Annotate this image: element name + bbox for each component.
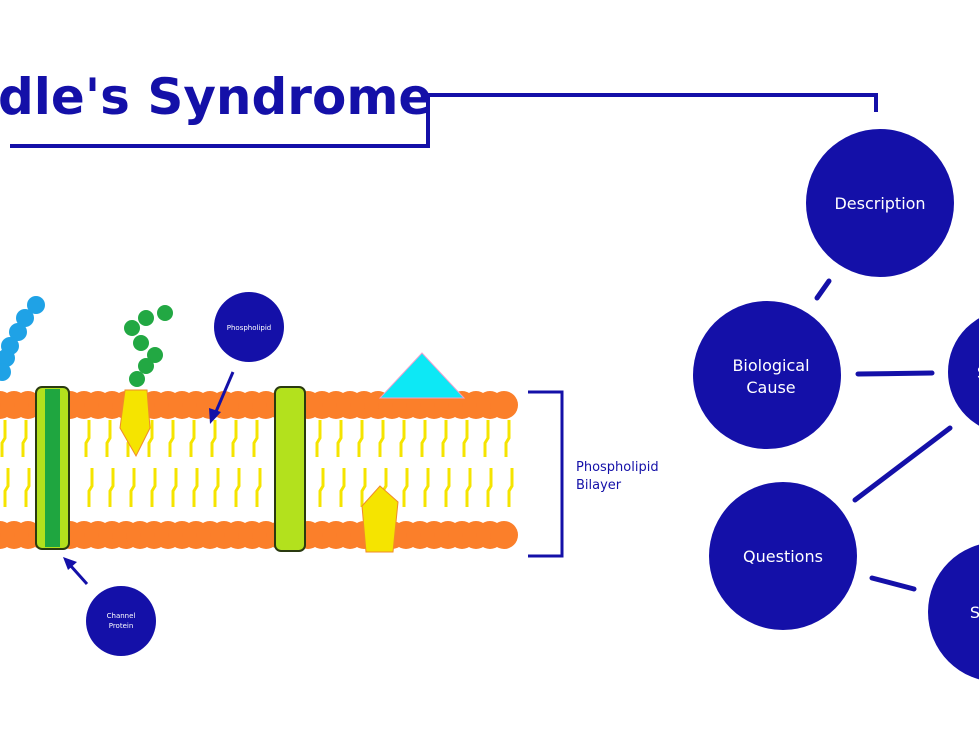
lipid-tail (21, 420, 28, 457)
lipid-tail (0, 420, 7, 457)
lipid-head (490, 521, 518, 549)
node-connectors (814, 278, 953, 592)
lipid-tail (465, 468, 472, 507)
carbohydrate-bead (157, 305, 173, 321)
arrowhead-icon (209, 408, 221, 424)
channel-protein-arrow (68, 563, 89, 586)
lipid-tail (87, 468, 94, 507)
carbohydrate-bead (129, 371, 145, 387)
carbohydrate-bead (0, 363, 11, 381)
lipid-tail (378, 420, 385, 457)
lipid-tail (483, 420, 490, 457)
surface-protein (378, 352, 466, 399)
peripheral-protein (119, 389, 151, 458)
lipid-tail (252, 420, 259, 457)
node-description[interactable]: Description (806, 129, 954, 277)
node-label-line1: Biological (732, 356, 809, 375)
lipid-tail (210, 420, 217, 457)
channel-protein-label-line1: Channel (107, 612, 136, 620)
lipid-tail (315, 420, 322, 457)
carbohydrate-bead (0, 349, 15, 367)
node-biological-cause[interactable]: Biological Cause (693, 301, 841, 449)
integral-protein (274, 386, 306, 552)
lipid-tail (168, 420, 175, 457)
lipid-tail (360, 468, 367, 507)
carbohydrate-bead (124, 320, 140, 336)
lipid-tail (231, 420, 238, 457)
lipid-head (490, 391, 518, 419)
lipid-tail (399, 420, 406, 457)
lipid-tail (486, 468, 493, 507)
lipid-tail (105, 420, 112, 457)
lipid-tail (441, 420, 448, 457)
lipid-tail (150, 468, 157, 507)
phospholipid-bubble[interactable] (214, 292, 284, 362)
page-title: dle's Syndrome (0, 68, 432, 126)
node-label: S (977, 363, 979, 382)
cell-membrane-diagram (0, 296, 518, 553)
lipid-tail (504, 420, 511, 457)
lipid-tail (444, 468, 451, 507)
lipid-tail (189, 420, 196, 457)
channel-protein-bubble[interactable] (86, 586, 156, 656)
lipid-tail (357, 420, 364, 457)
bilayer-label-line1: Phospholipid (576, 460, 659, 475)
lipid-tail (462, 420, 469, 457)
lipid-tail (213, 468, 220, 507)
channel-pore (45, 389, 60, 547)
node-right-partial[interactable]: S (948, 310, 979, 434)
carbohydrate-bead (147, 347, 163, 363)
node-label: Questions (743, 547, 823, 566)
peripheral-protein (361, 485, 399, 553)
node-label: Description (834, 194, 925, 213)
lipid-tail (84, 420, 91, 457)
carbohydrate-bead (138, 310, 154, 326)
node-label: S (970, 603, 979, 622)
carbohydrate-bead (27, 296, 45, 314)
lipid-tail (402, 468, 409, 507)
node-questions[interactable]: Questions (709, 482, 857, 630)
node-label-line2: Cause (746, 378, 795, 397)
phospholipid-bubble-label: Phospholipid (227, 324, 271, 332)
title-frame-line (10, 93, 878, 148)
lipid-tail (171, 468, 178, 507)
carbohydrate-bead (133, 335, 149, 351)
bilayer-label-line2: Bilayer (576, 478, 622, 493)
lipid-tail (147, 420, 154, 457)
lipid-tail (339, 468, 346, 507)
lipid-tail (420, 420, 427, 457)
channel-protein-label-line2: Protein (109, 622, 134, 630)
bilayer-bracket (528, 390, 564, 558)
lipid-tail (192, 468, 199, 507)
lipid-tail (507, 468, 514, 507)
lipid-tail (3, 468, 10, 507)
carbohydrate-bead (16, 309, 34, 327)
arrowhead-icon (63, 557, 77, 570)
node-bottom-right-partial[interactable]: S (928, 542, 979, 682)
carbohydrate-bead (9, 323, 27, 341)
lipid-tail (24, 468, 31, 507)
lipid-tail (336, 420, 343, 457)
phospholipid-arrow (213, 371, 235, 415)
lipid-tail (423, 468, 430, 507)
lipid-tail (234, 468, 241, 507)
carbohydrate-bead (138, 358, 154, 374)
lipid-tail (108, 468, 115, 507)
lipid-tail (255, 468, 262, 507)
lipid-tail (318, 468, 325, 507)
lipid-tail (129, 468, 136, 507)
